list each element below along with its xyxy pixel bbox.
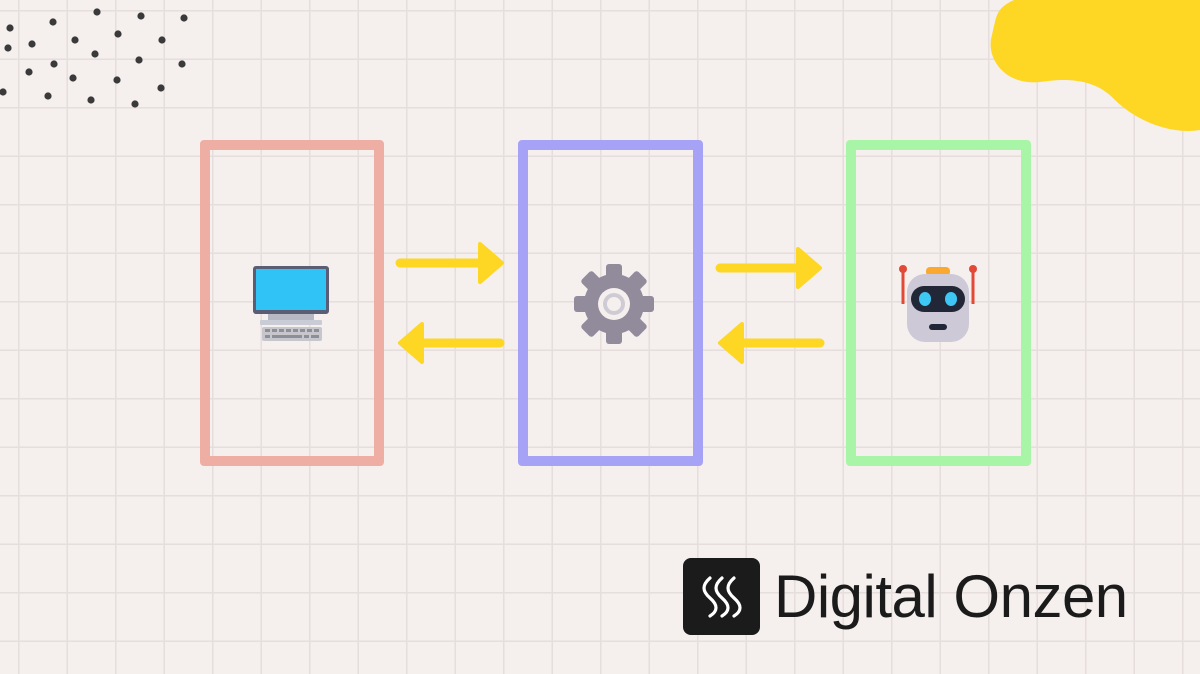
desktop-computer-icon [253, 266, 329, 341]
decorative-dot [131, 100, 139, 108]
decorative-dot [87, 96, 95, 104]
decorative-dot [113, 76, 121, 84]
brand-name: Digital Onzen [774, 563, 1128, 630]
decorative-dot [157, 84, 165, 92]
processor-node-box [518, 140, 703, 466]
decorative-dot [44, 92, 52, 100]
robot-node-box [846, 140, 1031, 466]
decorative-dot [0, 88, 7, 96]
decorative-dot [91, 50, 99, 58]
decorative-dot [69, 74, 77, 82]
steam-waves-icon [683, 558, 760, 635]
decorative-dot [114, 30, 122, 38]
decorative-dot [180, 14, 188, 22]
decorative-dot [71, 36, 79, 44]
computer-node-box [200, 140, 384, 466]
decorative-dot [93, 8, 101, 16]
arrow-processor-to-robot [715, 247, 822, 289]
decorative-dot [25, 68, 33, 76]
arrow-computer-to-processor [395, 242, 504, 284]
decorative-dot [6, 24, 14, 32]
decorative-dot [135, 56, 143, 64]
decorative-dot [49, 18, 57, 26]
decorative-dot [50, 60, 58, 68]
decorative-dot [137, 12, 145, 20]
decorative-dot [28, 40, 36, 48]
decorative-dot [158, 36, 166, 44]
arrow-robot-to-processor [718, 322, 825, 364]
arrow-processor-to-computer [398, 322, 505, 364]
gear-icon [574, 264, 654, 344]
decorative-dot [178, 60, 186, 68]
decorative-dot [4, 44, 12, 52]
robot-icon [899, 265, 977, 342]
